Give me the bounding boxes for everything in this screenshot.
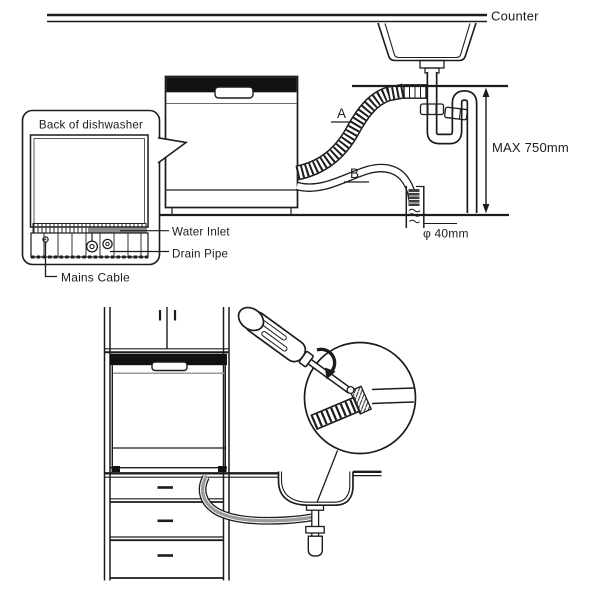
sink-bowl: [377, 22, 477, 74]
screwdriver-butt: [237, 306, 265, 332]
drain-diameter-label: φ 40mm: [423, 227, 469, 241]
back-panel-drawing: [29, 134, 149, 259]
drain-hose-a: [295, 83, 427, 181]
figure-built-in-install: [103, 306, 417, 581]
p-trap-drain-pipe: [419, 72, 478, 213]
hose-clamp: [349, 385, 373, 415]
dishwasher-handle: [214, 86, 254, 99]
cabinet: [103, 307, 230, 581]
dishwasher-handle-2: [151, 361, 188, 372]
rotation-arrow: [316, 347, 337, 380]
dishwasher-foot-right: [218, 466, 227, 472]
standpipe: [405, 185, 457, 228]
max-height-label: MAX 750mm: [492, 140, 569, 155]
trap-nut-lower: [444, 106, 468, 121]
mains-cable-connector: [42, 236, 49, 248]
sink-basin-section: [277, 471, 354, 507]
mains-cable-label: Mains Cable: [61, 271, 130, 285]
water-inlet-connector: [85, 233, 99, 253]
hose-a-connector-cuff: [403, 84, 427, 99]
hose-b-end: [408, 189, 420, 206]
callout-pointer: [158, 137, 186, 163]
detail-corrugated-hose: [310, 396, 361, 431]
dishwasher-top-figure: [164, 75, 299, 214]
hose-b-label: B: [350, 166, 359, 181]
trap-nut-upper: [419, 103, 445, 116]
dishwasher-control-band-2: [110, 353, 227, 366]
dishwasher-foot-left: [111, 466, 120, 472]
water-inlet-label: Water Inlet: [172, 226, 230, 239]
counter-lines: [47, 13, 487, 23]
counter-label: Counter: [491, 9, 539, 24]
detail-pipe: [371, 387, 415, 405]
countertop: [104, 470, 382, 478]
back-of-dishwasher-callout: Back of dishwasher: [21, 109, 230, 285]
dishwasher-built-in: [110, 353, 227, 472]
drain-hose-bottom: [198, 475, 314, 525]
figure-under-sink-hookup: Counter: [21, 9, 569, 285]
detail-circle: [303, 341, 417, 455]
sink-tailpiece: [305, 504, 325, 557]
clamp-screw-head: [346, 385, 355, 395]
detail-leader-line: [316, 450, 339, 503]
dishwasher-control-band: [166, 77, 297, 93]
water-inlet-bar: [88, 228, 146, 234]
drain-pipe-label: Drain Pipe: [172, 248, 228, 261]
hose-a-label: A: [337, 106, 346, 121]
max-height-dimension: [482, 87, 490, 214]
drain-pipe-connector: [102, 238, 113, 250]
callout-title: Back of dishwasher: [39, 119, 143, 132]
mains-cable-leader: [44, 248, 57, 278]
